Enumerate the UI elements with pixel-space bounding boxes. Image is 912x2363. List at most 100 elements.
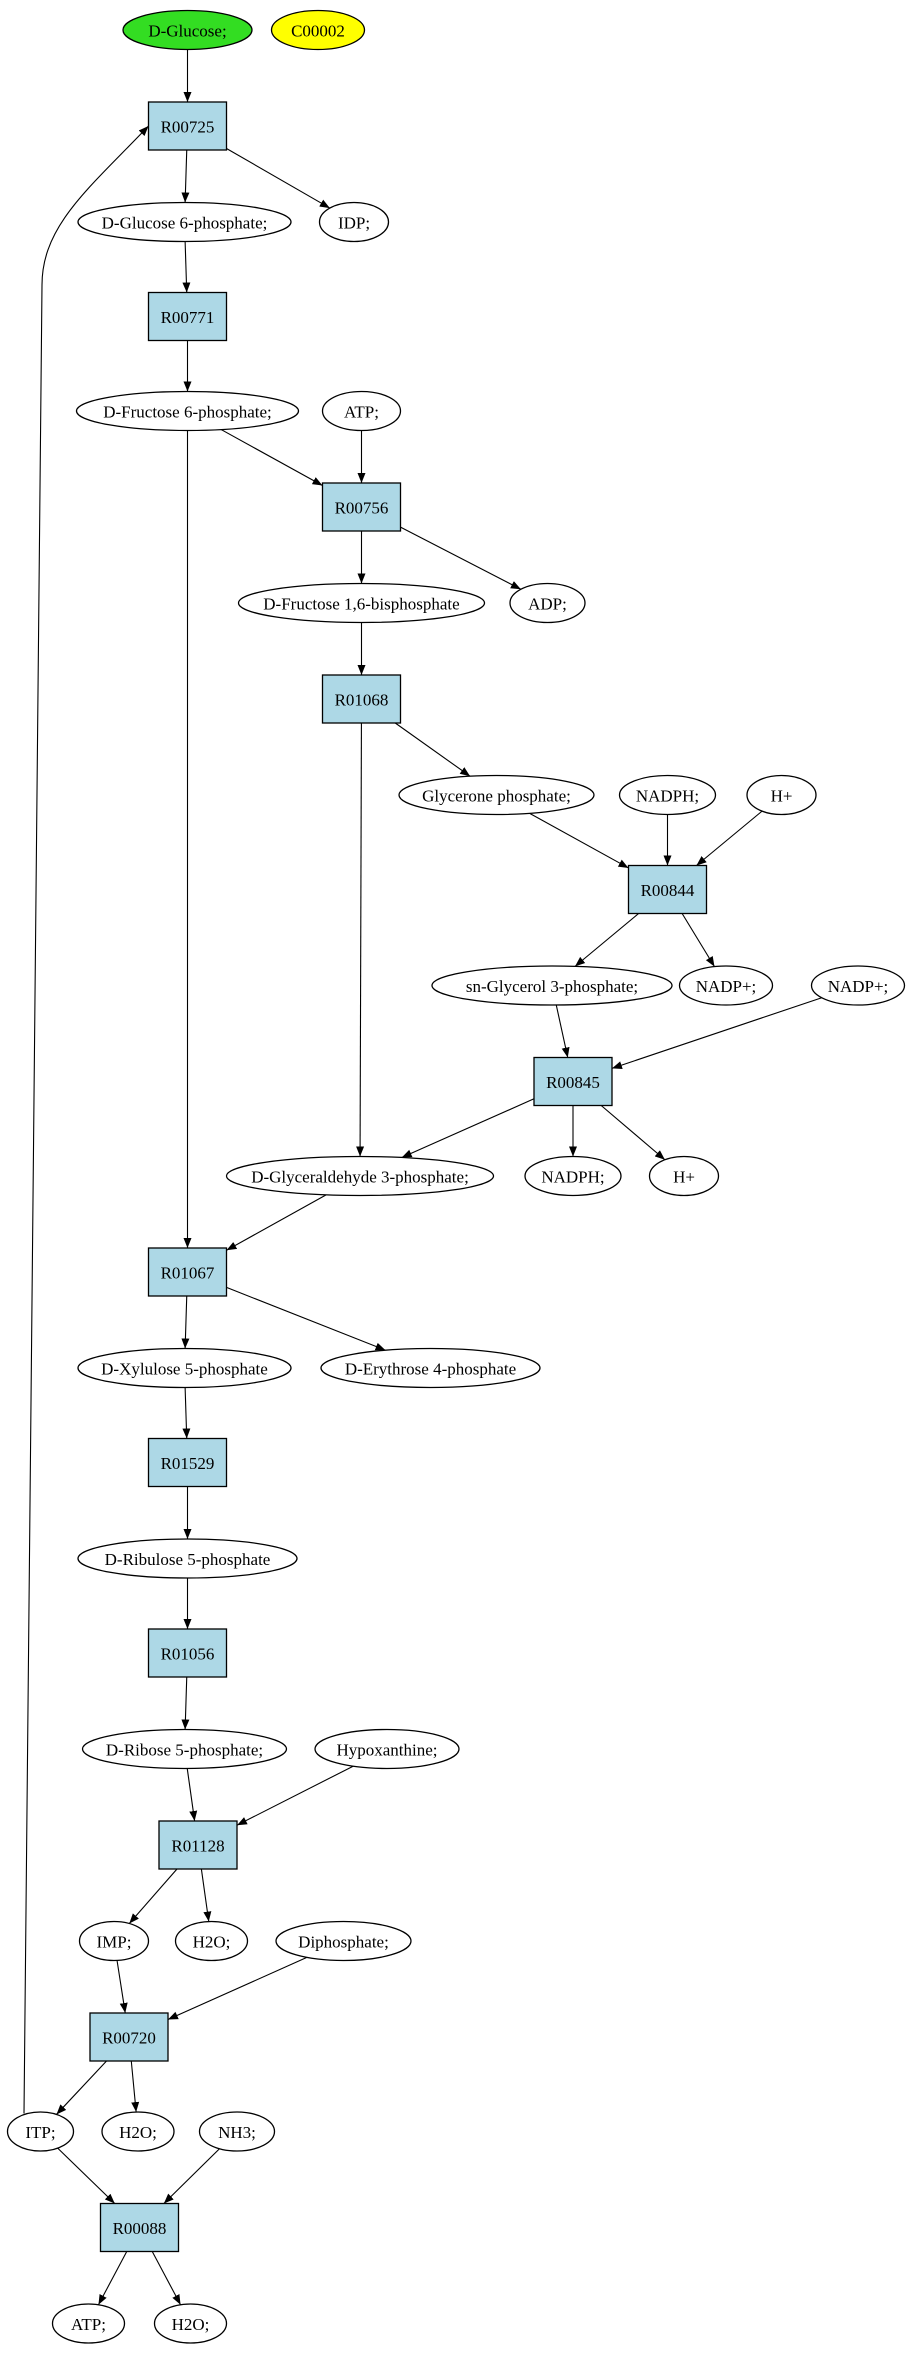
compound-node-gap[interactable]: D-Glyceraldehyde 3-phosphate; [225, 1155, 495, 1197]
reaction-node-r01068[interactable]: R01068 [321, 674, 402, 724]
compound-node-nadp2[interactable]: NADP+; [810, 965, 906, 1006]
compound-node-nadph2[interactable]: NADPH; [524, 1155, 622, 1197]
compound-node-h2o2[interactable]: H2O; [101, 2111, 175, 2152]
compound-node-g6p[interactable]: D-Glucose 6-phosphate; [77, 201, 292, 243]
compound-node-adp[interactable]: ADP; [509, 582, 586, 624]
edge-nadp2-to-r00845 [611, 997, 822, 1069]
compound-label: NADP+; [696, 977, 757, 996]
compound-ellipse [678, 965, 774, 1006]
compound-node-h2o3[interactable]: H2O; [153, 2303, 228, 2344]
reaction-node-r01529[interactable]: R01529 [147, 1437, 228, 1488]
compound-ellipse [648, 1155, 720, 1197]
edge-nh3-to-r00088 [163, 2148, 220, 2204]
compound-node-imp[interactable]: IMP; [78, 1920, 150, 1962]
compound-node-hplus2[interactable]: H+ [648, 1155, 720, 1197]
edge-r01128-to-h2o1 [200, 1868, 212, 1922]
compound-node-idp[interactable]: IDP; [318, 201, 390, 243]
compound-node-atp2[interactable]: ATP; [51, 2303, 126, 2344]
reaction-node-r01056[interactable]: R01056 [147, 1628, 228, 1678]
compound-ellipse [77, 1347, 292, 1389]
reaction-label: R00725 [161, 118, 215, 137]
edge-r00844-to-g3p_sn [574, 913, 639, 967]
compound-ellipse [78, 1920, 150, 1962]
reaction-label: R00756 [335, 499, 389, 518]
compound-node-r5p[interactable]: D-Ribose 5-phosphate; [81, 1728, 288, 1770]
reaction-node-r00720[interactable]: R00720 [89, 2012, 169, 2062]
compound-label: ATP; [71, 2315, 106, 2334]
compound-ellipse [509, 582, 586, 624]
compound-node-h2o1[interactable]: H2O; [174, 1920, 249, 1962]
reaction-node-r00088[interactable]: R00088 [99, 2202, 180, 2253]
reaction-box [147, 1628, 228, 1678]
edge-r00725-to-g6p [181, 149, 190, 203]
compound-ellipse [51, 2303, 126, 2344]
compound-ellipse [77, 1538, 298, 1579]
edge-r01068-to-glycerone [394, 722, 471, 777]
compound-node-nh3[interactable]: NH3; [198, 2111, 276, 2152]
compound-label: ITP; [25, 2123, 55, 2142]
edge-layer [23, 49, 822, 2306]
compound-label: IMP; [97, 1933, 132, 1952]
compound-ellipse [6, 2111, 75, 2152]
compound-node-glycerone[interactable]: Glycerone phosphate; [398, 774, 595, 816]
reaction-box [147, 101, 228, 151]
compound-label: Hypoxanthine; [336, 1741, 437, 1760]
edge-gap-to-r01067 [226, 1194, 327, 1251]
reaction-node-r00844[interactable]: R00844 [627, 864, 708, 915]
reaction-node-r01067[interactable]: R01067 [147, 1247, 228, 1297]
compound-node-itp[interactable]: ITP; [6, 2111, 75, 2152]
compound-label: ATP; [344, 403, 379, 422]
compound-node-g3p_sn[interactable]: sn-Glycerol 3-phosphate; [431, 965, 673, 1006]
compound-label: sn-Glycerol 3-phosphate; [466, 977, 638, 996]
reaction-box [533, 1056, 613, 1107]
compound-node-dglucose[interactable]: D-Glucose; [122, 9, 253, 51]
compound-ellipse [321, 390, 402, 432]
compound-ellipse [174, 1920, 249, 1962]
compound-label: C00002 [291, 22, 345, 41]
reaction-node-r00845[interactable]: R00845 [533, 1056, 613, 1107]
edge-itp-to-r00725 [23, 125, 149, 2114]
compound-ellipse [524, 1155, 622, 1197]
compound-ellipse [318, 201, 390, 243]
compound-ellipse [810, 965, 906, 1006]
reaction-node-r00771[interactable]: R00771 [147, 291, 228, 342]
compound-label: D-Glucose 6-phosphate; [102, 214, 268, 233]
reaction-node-r01128[interactable]: R01128 [158, 1820, 238, 1870]
compound-ellipse [122, 9, 253, 51]
compound-node-f6p[interactable]: D-Fructose 6-phosphate; [75, 390, 300, 432]
compound-label: NADPH; [636, 787, 699, 806]
compound-node-f16bp[interactable]: D-Fructose 1,6-bisphosphate [237, 582, 486, 624]
reaction-box [158, 1820, 238, 1870]
compound-node-x5p[interactable]: D-Xylulose 5-phosphate [77, 1347, 292, 1389]
compound-node-hplus1[interactable]: H+ [746, 774, 817, 816]
compound-node-atp1[interactable]: ATP; [321, 390, 402, 432]
compound-label: NADPH; [541, 1168, 604, 1187]
reaction-box [99, 2202, 180, 2253]
compound-node-e4p[interactable]: D-Erythrose 4-phosphate [320, 1347, 541, 1389]
reaction-box [89, 2012, 169, 2062]
edge-r00844-to-nadp1 [681, 913, 715, 967]
compound-node-c00002[interactable]: C00002 [270, 9, 366, 51]
edge-r01067-to-e4p [226, 1286, 386, 1351]
compound-ellipse [314, 1728, 460, 1770]
compound-ellipse [225, 1155, 495, 1197]
compound-ellipse [198, 2111, 276, 2152]
edge-diphos-to-r00720 [167, 1956, 308, 2021]
reaction-box [321, 482, 402, 532]
compound-ellipse [77, 201, 292, 243]
compound-node-diphos[interactable]: Diphosphate; [275, 1920, 412, 1962]
compound-node-nadph1[interactable]: NADPH; [618, 774, 717, 816]
compound-node-hypox[interactable]: Hypoxanthine; [314, 1728, 460, 1770]
compound-ellipse [81, 1728, 288, 1770]
edge-r5p-to-r01128 [186, 1768, 198, 1822]
compound-node-nadp1[interactable]: NADP+; [678, 965, 774, 1006]
reaction-node-r00725[interactable]: R00725 [147, 101, 228, 151]
compound-ellipse [101, 2111, 175, 2152]
reaction-node-r00756[interactable]: R00756 [321, 482, 402, 532]
compound-node-ru5p[interactable]: D-Ribulose 5-phosphate [77, 1538, 298, 1579]
edge-r00756-to-adp [400, 526, 522, 590]
compound-label: D-Ribulose 5-phosphate [105, 1550, 271, 1569]
compound-label: IDP; [338, 214, 370, 233]
